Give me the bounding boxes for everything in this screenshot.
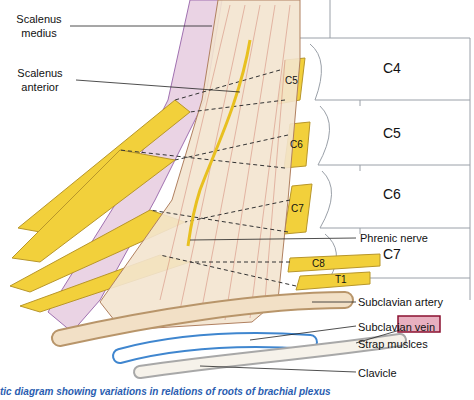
hidden-roots bbox=[120, 70, 296, 286]
structure-label: Subclavian artery bbox=[358, 295, 472, 309]
leader-line bbox=[250, 326, 356, 340]
muscle-label: Scalenus medius bbox=[4, 12, 74, 40]
vertebra-outline bbox=[330, 0, 360, 234]
leader-line bbox=[70, 26, 212, 27]
structure-label: Clavicle bbox=[358, 366, 472, 380]
structure-label: Strap muslces bbox=[358, 337, 472, 351]
hidden-root-line bbox=[120, 70, 296, 286]
leader-line bbox=[200, 366, 356, 372]
root-label: T1 bbox=[335, 273, 359, 286]
muscle-fibre bbox=[160, 5, 290, 320]
scalenus-anterior-muscle bbox=[100, 0, 300, 330]
root-label: C8 bbox=[312, 257, 336, 270]
vertebra-label: C6 bbox=[383, 186, 423, 203]
muscle-label: Scalenus anterior bbox=[2, 66, 78, 94]
leader-line bbox=[312, 302, 356, 303]
nerve-root bbox=[288, 254, 380, 272]
root-label: C5 bbox=[285, 74, 309, 87]
phrenic-nerve bbox=[188, 40, 250, 246]
subclavian-artery bbox=[60, 300, 345, 338]
subclavian-artery-lumen bbox=[60, 300, 345, 338]
figure-caption: tic diagram showing variations in relati… bbox=[0, 386, 474, 398]
leader-lines bbox=[70, 26, 400, 372]
root-label: C7 bbox=[291, 202, 315, 215]
root-label: C6 bbox=[290, 138, 314, 151]
vertebra-label: C4 bbox=[383, 60, 423, 77]
muscle-fibres bbox=[160, 5, 290, 320]
leader-line bbox=[190, 238, 356, 240]
nerve-root bbox=[296, 272, 370, 290]
structure-label: Subclavian vein bbox=[358, 320, 472, 334]
structure-label: Phrenic nerve bbox=[360, 231, 470, 245]
vertebra-label: C5 bbox=[383, 125, 423, 142]
vertebra-label: C7 bbox=[383, 246, 423, 263]
leader-line bbox=[76, 80, 240, 92]
vertebral-column bbox=[300, 0, 470, 300]
